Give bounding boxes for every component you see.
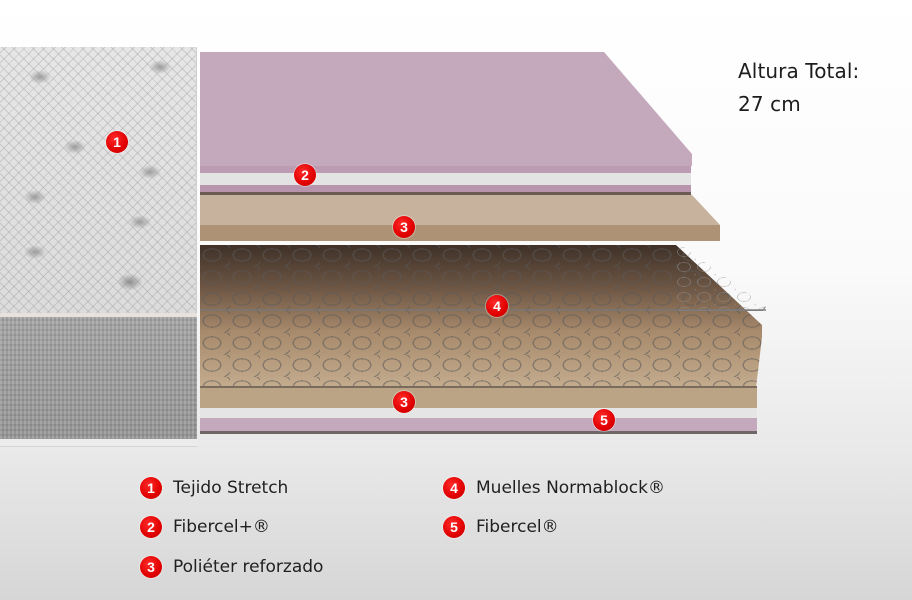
fibercel-white-band xyxy=(200,408,757,418)
fibercel-plus-layer xyxy=(200,52,692,166)
upper-reinforced-polyether xyxy=(200,195,720,225)
callout-badge-5: 5 xyxy=(593,409,615,431)
legend-label-1: Tejido Stretch xyxy=(173,478,289,498)
callout-badge-2: 2 xyxy=(294,164,316,186)
total-height-label: Altura Total: 27 cm xyxy=(738,55,859,121)
legend-badge-1: 1 xyxy=(140,477,162,499)
quilted-cover-top xyxy=(0,47,197,313)
fibercel-layer xyxy=(200,418,757,431)
callout-badge-1: 1 xyxy=(106,131,128,153)
spring-unit-bottom-wire xyxy=(200,386,757,388)
legend-item-1: 1 Tejido Stretch xyxy=(140,476,288,500)
upper-reinforced-polyether-edge xyxy=(200,225,720,241)
total-height-title: Altura Total: xyxy=(738,59,860,83)
spring-unit-frame xyxy=(676,245,766,311)
legend-item-5: 5 Fibercel® xyxy=(443,515,559,539)
legend-item-2: 2 Fibercel+® xyxy=(140,515,270,539)
layer-divider xyxy=(200,192,691,195)
legend-label-3: Poliéter reforzado xyxy=(173,557,324,577)
legend-badge-4: 4 xyxy=(443,477,465,499)
total-height-value: 27 cm xyxy=(738,92,801,116)
cover-side-fabric xyxy=(0,317,197,439)
legend-badge-5: 5 xyxy=(443,516,465,538)
legend-badge-3: 3 xyxy=(140,556,162,578)
legend-badge-2: 2 xyxy=(140,516,162,538)
legend-label-4: Muelles Normablock® xyxy=(476,478,665,498)
callout-badge-3-lower: 3 xyxy=(393,391,415,413)
legend-item-4: 4 Muelles Normablock® xyxy=(443,476,665,500)
legend-item-3: 3 Poliéter reforzado xyxy=(140,555,323,579)
fibercel-plus-white-band xyxy=(200,173,691,185)
spring-unit-border-wire xyxy=(200,309,766,311)
legend-label-5: Fibercel® xyxy=(476,517,559,537)
lower-reinforced-polyether xyxy=(200,388,757,408)
fibercel-plus-band-upper xyxy=(200,166,691,173)
base-divider xyxy=(200,431,757,434)
callout-badge-3-upper: 3 xyxy=(393,216,415,238)
spring-unit xyxy=(200,245,762,388)
legend-label-2: Fibercel+® xyxy=(173,517,270,537)
cover-edge-band xyxy=(0,313,197,317)
fibercel-plus-band-lower xyxy=(200,185,691,192)
callout-badge-4: 4 xyxy=(486,295,508,317)
cover-bottom-band xyxy=(0,439,197,447)
